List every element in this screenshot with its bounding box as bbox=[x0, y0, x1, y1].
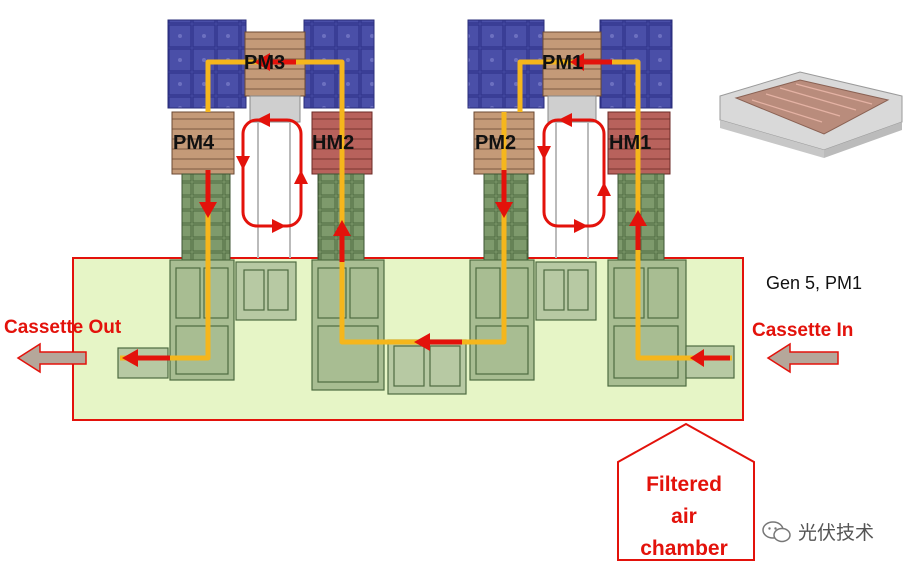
cassette-out-arrow-icon bbox=[16, 342, 87, 374]
chamber-label-line1: Filtered bbox=[646, 473, 722, 496]
watermark: 光伏技术 bbox=[762, 518, 874, 545]
cassette-in-arrow-icon bbox=[766, 342, 839, 374]
flow-path-right bbox=[517, 59, 732, 361]
hm1-label: HM1 bbox=[609, 132, 652, 154]
hm2-label: HM2 bbox=[312, 132, 355, 154]
cassette-in-label: Cassette In bbox=[752, 320, 854, 341]
cassette-out-label: Cassette Out bbox=[4, 317, 122, 338]
circulation-loop-left-arrows bbox=[236, 113, 308, 233]
equipment-photo bbox=[719, 71, 903, 158]
circulation-loop-right bbox=[542, 118, 606, 228]
circulation-loop-right-arrows bbox=[537, 113, 611, 233]
wechat-icon bbox=[762, 520, 791, 542]
pm4-label: PM4 bbox=[173, 132, 215, 154]
filtered-air-chamber-label: Filtered air chamber bbox=[617, 469, 751, 565]
watermark-text: 光伏技术 bbox=[798, 523, 875, 544]
pm4-module bbox=[171, 111, 235, 175]
pm1-label: PM1 bbox=[542, 52, 584, 74]
flow-arrows bbox=[122, 53, 730, 367]
chamber-label-line2: air bbox=[671, 505, 697, 528]
chamber-label-line3: chamber bbox=[640, 537, 728, 560]
circulation-loop-left bbox=[241, 118, 303, 228]
flow-path-middle bbox=[205, 59, 507, 345]
chamber-callout bbox=[617, 422, 755, 561]
pm3-label: PM3 bbox=[244, 52, 286, 74]
pm2-label: PM2 bbox=[475, 132, 517, 154]
gen-label: Gen 5, PM1 bbox=[766, 273, 863, 293]
